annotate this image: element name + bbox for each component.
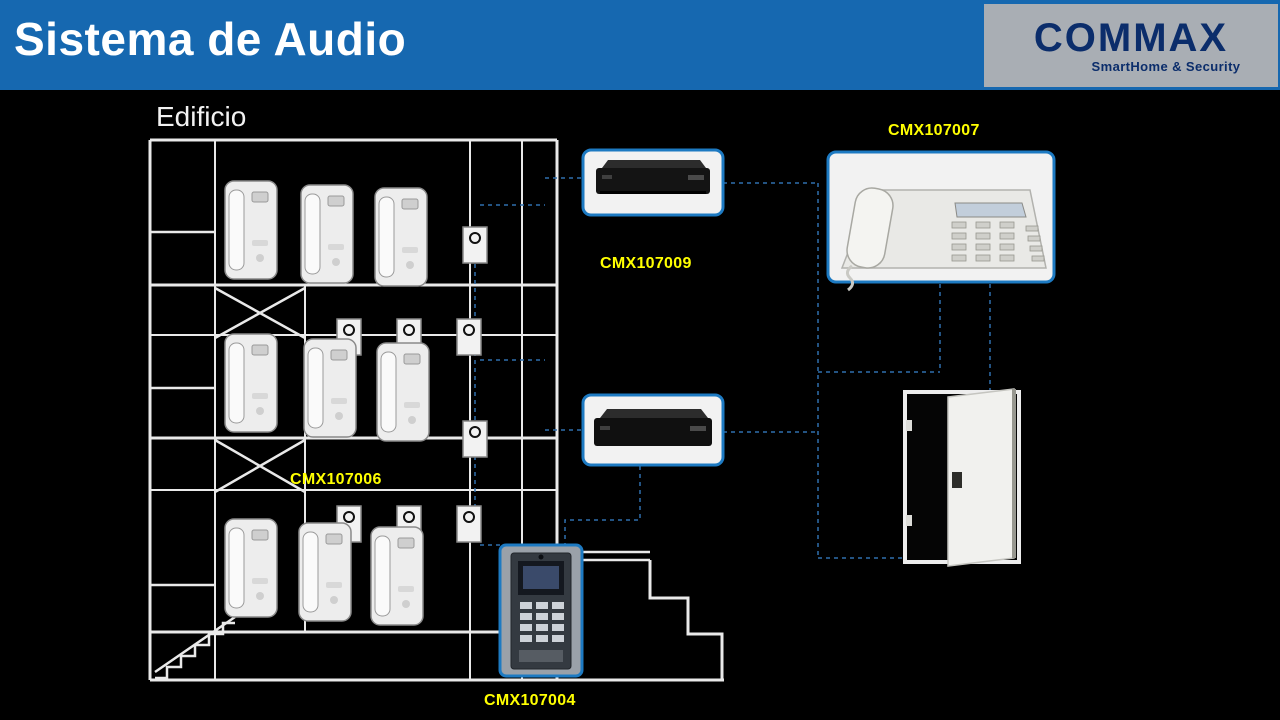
- door-station: [498, 543, 584, 678]
- junction-box-icon: [462, 420, 488, 458]
- staircases: [154, 286, 306, 680]
- desk-phone: [826, 150, 1056, 292]
- logo-tagline-text: SmartHome & Security: [1091, 58, 1241, 74]
- junction-box-icon: [456, 505, 482, 543]
- page-title: Sistema de Audio: [14, 13, 407, 65]
- intercom-handset-icon: [303, 338, 357, 438]
- label-cmx107004: CMX107004: [484, 692, 576, 709]
- intercom-handset-icon: [376, 342, 430, 442]
- building-label: Edificio: [156, 101, 247, 132]
- connection-lines: [474, 177, 991, 559]
- label-cmx107006: CMX107006: [290, 471, 382, 488]
- audio-system-diagram: [148, 138, 1056, 682]
- label-cmx107007: CMX107007: [888, 122, 980, 139]
- door-station-keypad: [520, 602, 564, 642]
- intercom-handset-icon: [374, 187, 428, 287]
- intercom-handset-icon: [224, 180, 278, 280]
- junction-box-icon: [462, 226, 488, 264]
- door: [903, 388, 1021, 567]
- header-bar: Sistema de Audio COMMAX SmartHome & Secu…: [0, 0, 1280, 90]
- junction-box-icon: [456, 318, 482, 356]
- label-cmx107009: CMX107009: [600, 255, 692, 272]
- intercom-handsets: [224, 180, 430, 626]
- intercom-handset-icon: [300, 184, 354, 284]
- intercom-handset-icon: [370, 526, 424, 626]
- audio-distributor-bottom: [581, 393, 725, 467]
- intercom-handset-icon: [224, 333, 278, 433]
- logo-brand-text: COMMAX: [1033, 15, 1229, 60]
- intercom-handset-icon: [298, 522, 352, 622]
- audio-distributor-top: [581, 148, 725, 217]
- desk-phone-keypad: [951, 221, 1045, 262]
- intercom-handset-icon: [224, 518, 278, 618]
- commax-logo: COMMAX SmartHome & Security: [984, 4, 1278, 87]
